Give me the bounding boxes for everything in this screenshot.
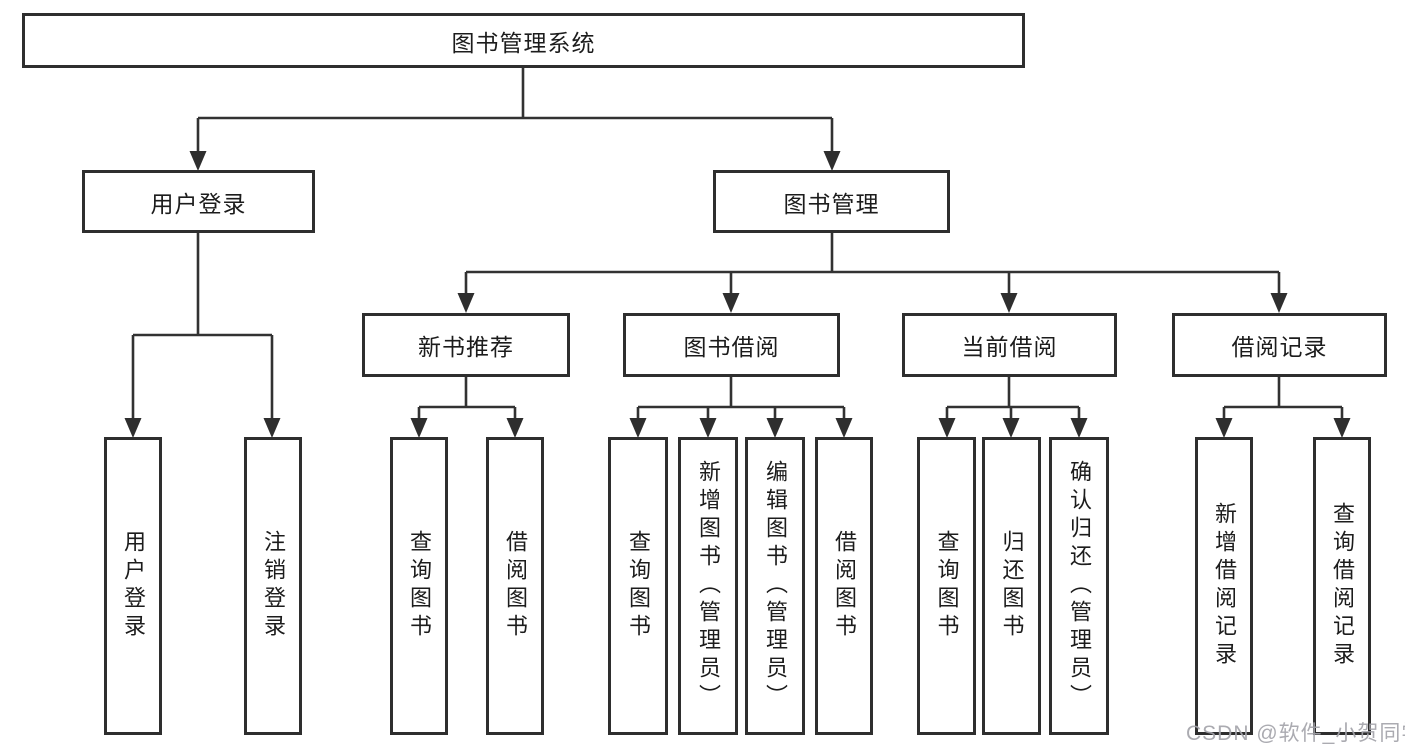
node-leaf-add-borrow-record-label: 新增借阅记录 [1212,502,1237,670]
node-root: 图书管理系统 [22,13,1025,68]
node-book-borrow-label: 图书借阅 [683,334,780,360]
node-leaf-confirm-return-admin: 确认归还（管理员） [1049,437,1109,735]
node-borrow-records-label: 借阅记录 [1231,334,1328,360]
node-leaf-edit-books-admin-label: 编辑图书（管理员） [763,460,788,712]
node-current-borrow: 当前借阅 [902,313,1117,377]
connector-borrow-records-children [1215,377,1351,438]
connector-book-mgmt-children [457,233,1288,313]
node-leaf-borrow-books-borrow-label: 借阅图书 [832,530,857,642]
node-leaf-query-borrow-record-label: 查询借阅记录 [1330,502,1355,670]
node-user-login-label: 用户登录 [150,190,247,217]
node-root-label: 图书管理系统 [451,29,596,56]
node-leaf-query-books-current: 查询图书 [917,437,976,735]
node-new-book-rec-label: 新书推荐 [418,334,514,360]
connector-book-borrow-children [629,377,853,438]
node-leaf-query-books-borrow: 查询图书 [608,437,668,735]
node-current-borrow-label: 当前借阅 [961,334,1058,360]
node-leaf-confirm-return-admin-label: 确认归还（管理员） [1067,460,1092,712]
node-leaf-logout: 注销登录 [244,437,302,735]
connector-root-children [189,66,841,171]
node-leaf-query-books-rec-label: 查询图书 [407,530,432,642]
connector-current-borrow-children [938,377,1088,438]
node-leaf-return-books-label: 归还图书 [999,530,1025,642]
node-new-book-rec: 新书推荐 [362,313,570,377]
node-leaf-borrow-books-rec-label: 借阅图书 [503,530,528,642]
node-book-borrow: 图书借阅 [623,313,840,377]
node-book-mgmt: 图书管理 [713,170,950,233]
node-leaf-query-books-borrow-label: 查询图书 [626,530,651,642]
node-leaf-add-books-admin: 新增图书（管理员） [678,437,738,735]
node-leaf-borrow-books-borrow: 借阅图书 [815,437,873,735]
node-leaf-query-books-current-label: 查询图书 [934,530,960,642]
node-leaf-edit-books-admin: 编辑图书（管理员） [745,437,805,735]
node-leaf-logout-label: 注销登录 [261,530,286,642]
node-user-login: 用户登录 [82,170,315,233]
node-borrow-records: 借阅记录 [1172,313,1387,377]
node-leaf-add-borrow-record: 新增借阅记录 [1195,437,1253,735]
node-leaf-user-login: 用户登录 [104,437,162,735]
node-leaf-query-books-rec: 查询图书 [390,437,448,735]
connector-new-book-rec-children [410,377,524,438]
node-leaf-add-books-admin-label: 新增图书（管理员） [696,460,721,712]
node-leaf-user-login-label: 用户登录 [121,530,146,642]
node-leaf-return-books: 归还图书 [982,437,1041,735]
connector-user-login-children [124,233,281,438]
node-leaf-borrow-books-rec: 借阅图书 [486,437,544,735]
node-leaf-query-borrow-record: 查询借阅记录 [1313,437,1371,735]
node-book-mgmt-label: 图书管理 [783,190,880,217]
